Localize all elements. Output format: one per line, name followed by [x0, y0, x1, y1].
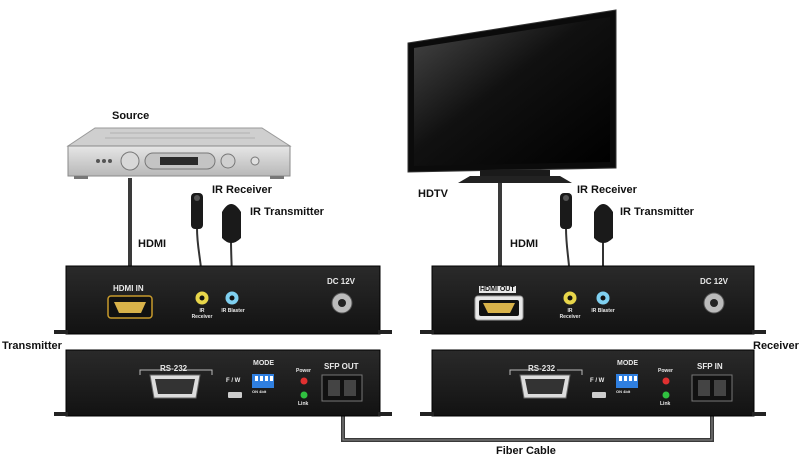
- transmitter-av-unit: [54, 265, 392, 335]
- fiber-cable-line: [341, 402, 714, 442]
- mode-switch-label-right: ON 4bit: [616, 389, 631, 394]
- dc-12v-label-right: DC 12V: [700, 277, 729, 286]
- source-label: Source: [112, 110, 150, 122]
- rs232-label-left: RS-232: [160, 364, 188, 373]
- ir-transmitter-label-left: IR Transmitter: [250, 206, 324, 218]
- receiver-fiber-unit: [420, 349, 766, 417]
- receiver-av-unit: [420, 265, 766, 335]
- mode-label-left: MODE: [253, 360, 274, 367]
- source-set-top-box: [66, 127, 292, 179]
- dc-12v-label-left: DC 12V: [327, 277, 356, 286]
- ir-receiver-port-label-right: IR Receiver: [559, 308, 581, 320]
- hdmi-label-right: HDMI: [510, 238, 539, 250]
- ir-receiver-label-right: IR Receiver: [577, 184, 637, 196]
- hdtv-display: [407, 9, 617, 183]
- fw-label-left: F / W: [226, 378, 241, 384]
- ir-receiver-label-left: IR Receiver: [212, 184, 272, 196]
- hdmi-out-port-label: HDMI OUT: [479, 286, 516, 293]
- transmitter-fiber-unit: [54, 349, 392, 417]
- hdmi-label-left: HDMI: [138, 238, 167, 250]
- rs232-label-right: RS-232: [528, 364, 556, 373]
- transmitter-label: Transmitter: [2, 340, 62, 352]
- mode-label-right: MODE: [617, 360, 638, 367]
- receiver-label: Receiver: [753, 340, 799, 352]
- power-label-left: Power: [296, 368, 312, 374]
- link-label-left: Link: [298, 401, 309, 407]
- fiber-cable-label: Fiber Cable: [496, 445, 556, 457]
- link-label-right: Link: [660, 401, 671, 407]
- sfp-out-label: SFP OUT: [324, 362, 359, 371]
- ir-blaster-port-label-right: IR Blaster: [591, 308, 615, 314]
- power-label-right: Power: [658, 368, 674, 374]
- hdmi-in-port-label: HDMI IN: [113, 284, 144, 293]
- ir-receiver-port-label-left: IR Receiver: [191, 308, 213, 320]
- mode-switch-label-left: ON 4bit: [252, 389, 267, 394]
- ir-transmitter-label-right: IR Transmitter: [620, 206, 694, 218]
- fw-label-right: F / W: [590, 378, 605, 384]
- sfp-in-label: SFP IN: [697, 362, 723, 371]
- ir-blaster-port-label-left: IR Blaster: [221, 308, 245, 314]
- hdtv-label: HDTV: [418, 188, 448, 200]
